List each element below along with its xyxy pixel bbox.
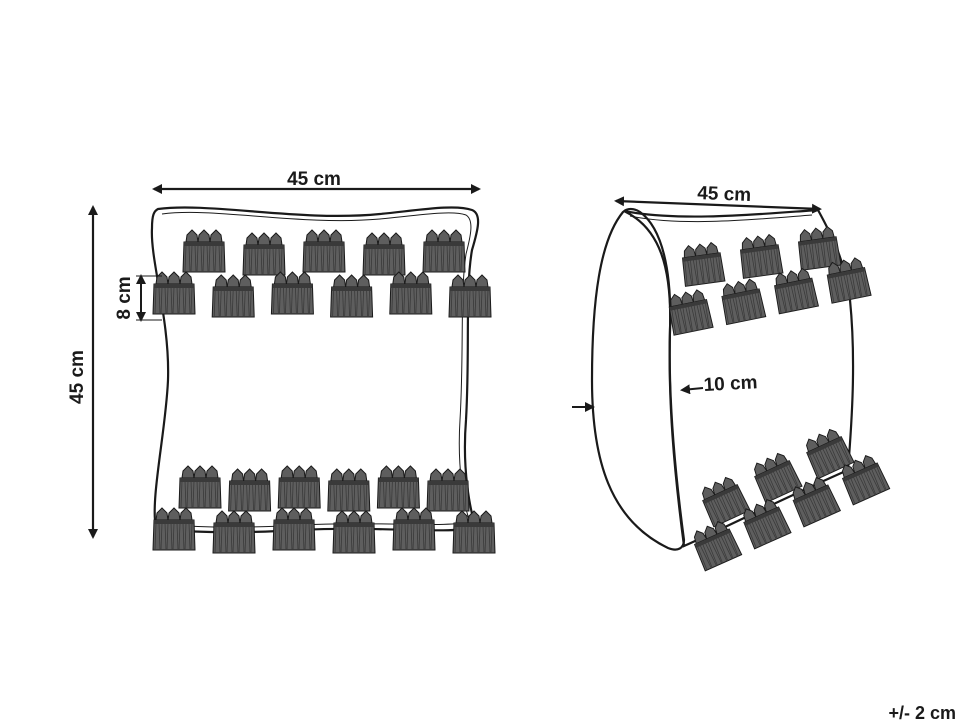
front-view: 45 cm 45 cm 8 cm: [67, 169, 496, 554]
tassel: [242, 232, 286, 276]
side-width-dimension-arrow: [614, 196, 822, 214]
tassel: [270, 271, 314, 315]
tassel: [228, 468, 272, 512]
tassel: [841, 455, 891, 506]
tassel: [362, 232, 406, 276]
tassel: [212, 510, 256, 554]
tassel: [426, 468, 470, 512]
tassel: [152, 507, 196, 551]
front-tassel-group: [152, 229, 496, 554]
tassel: [754, 452, 803, 504]
tassel: [806, 428, 855, 480]
side-face-seam: [629, 214, 813, 223]
side-width-label: 45 cm: [697, 183, 752, 206]
side-tassel-group: [668, 225, 891, 572]
side-depth-arrow-right: [680, 384, 704, 395]
tassel: [422, 229, 466, 273]
tassel: [330, 274, 374, 318]
tassel: [774, 267, 820, 315]
tassel-length-label: 8 cm: [114, 276, 135, 319]
tassel: [392, 507, 436, 551]
tassel: [332, 510, 376, 554]
tassel: [448, 274, 492, 318]
tassel: [702, 476, 751, 528]
tassel: [693, 521, 743, 572]
tassel: [327, 468, 371, 512]
front-height-label: 45 cm: [67, 350, 88, 404]
tassel: [277, 465, 321, 509]
tassel: [826, 257, 872, 304]
front-pillow-seam: [161, 211, 472, 528]
side-depth-label: 10 cm: [703, 372, 758, 396]
tassel: [272, 507, 316, 551]
tassel: [681, 241, 726, 287]
side-view: 45 cm 10 cm: [572, 183, 891, 572]
tassel: [739, 233, 784, 279]
front-width-label: 45 cm: [287, 169, 341, 190]
tassel: [792, 477, 842, 528]
tolerance-note: +/- 2 cm: [888, 703, 956, 723]
tassel: [302, 229, 346, 273]
tassel: [211, 274, 255, 318]
tassel: [743, 499, 792, 550]
tassel: [178, 465, 222, 509]
tassel: [376, 465, 420, 509]
tassel: [452, 510, 496, 554]
tassel: [389, 271, 433, 315]
tassel: [721, 278, 767, 326]
tassel: [668, 289, 714, 336]
tassel: [182, 229, 226, 273]
tassel: [152, 271, 196, 315]
tassel: [797, 225, 842, 271]
